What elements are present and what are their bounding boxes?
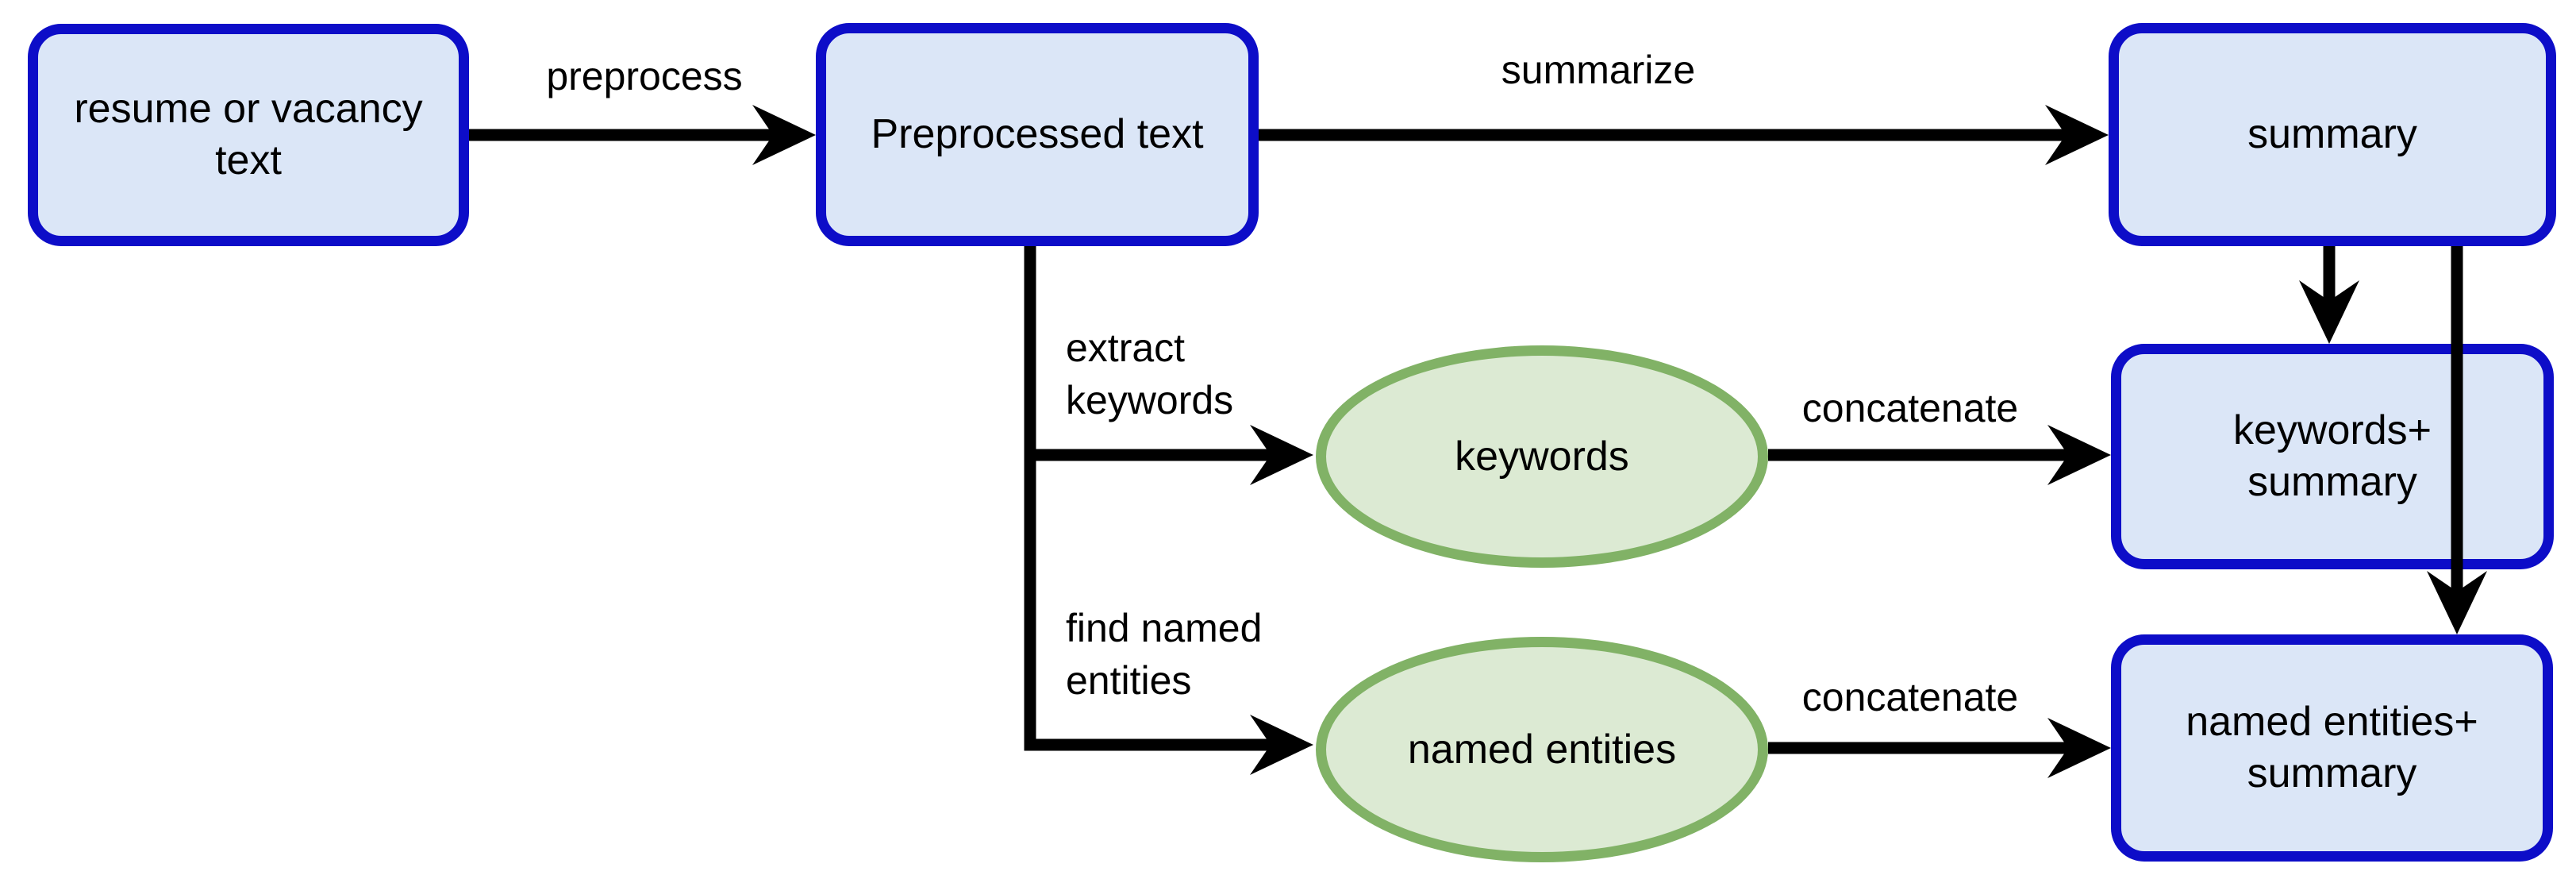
arrowhead-concatenate-keywords xyxy=(2047,425,2111,485)
arrowhead-extract-keywords xyxy=(1250,425,1313,485)
node-named-entities-plus-summary: named entities+ summary xyxy=(2111,634,2553,862)
edge-label-preprocess: preprocess xyxy=(546,54,743,98)
node-keywords-plus-summary-label: keywords+ summary xyxy=(2233,407,2432,505)
arrowhead-concatenate-named-entities xyxy=(2047,718,2111,778)
edge-label-summarize: summarize xyxy=(1501,48,1696,92)
node-resume-or-vacancy-text-label: resume or vacancy text xyxy=(74,86,423,183)
edge-summary-to-keywords-summary xyxy=(2299,246,2359,344)
node-summary: summary xyxy=(2109,23,2556,246)
arrowhead-find-named-entities xyxy=(1250,715,1313,775)
edge-concatenate-named-entities xyxy=(1768,718,2111,778)
edge-label-concatenate-named-entities: concatenate xyxy=(1801,675,2019,719)
node-keywords-ellipse-label: keywords xyxy=(1455,433,1629,480)
node-keywords-plus-summary: keywords+ summary xyxy=(2111,344,2554,569)
arrowhead-summary-to-keywords-summary xyxy=(2299,280,2359,344)
arrowhead-summary-to-named-entities-summary xyxy=(2427,571,2487,634)
node-summary-label: summary xyxy=(2247,111,2417,157)
edge-extract-keywords xyxy=(1030,425,1313,485)
node-resume-or-vacancy-text: resume or vacancy text xyxy=(28,24,469,246)
node-named-entities-ellipse-label: named entities xyxy=(1407,726,1677,773)
node-named-entities-ellipse: named entities xyxy=(1316,637,1768,862)
edge-preprocess xyxy=(469,105,816,165)
arrowhead-preprocess xyxy=(752,105,816,165)
edge-summarize xyxy=(1259,105,2109,165)
edge-label-concatenate-keywords: concatenate xyxy=(1801,386,2019,430)
node-preprocessed-text-label: Preprocessed text xyxy=(871,111,1204,157)
node-preprocessed-text: Preprocessed text xyxy=(816,23,1259,246)
node-keywords-ellipse: keywords xyxy=(1316,345,1768,568)
edge-label-extract-keywords: extract keywords xyxy=(1066,326,1234,422)
node-named-entities-plus-summary-label: named entities+ summary xyxy=(2186,699,2478,796)
edge-label-find-named-entities: find named entities xyxy=(1066,606,1263,703)
arrowhead-summarize xyxy=(2045,105,2109,165)
